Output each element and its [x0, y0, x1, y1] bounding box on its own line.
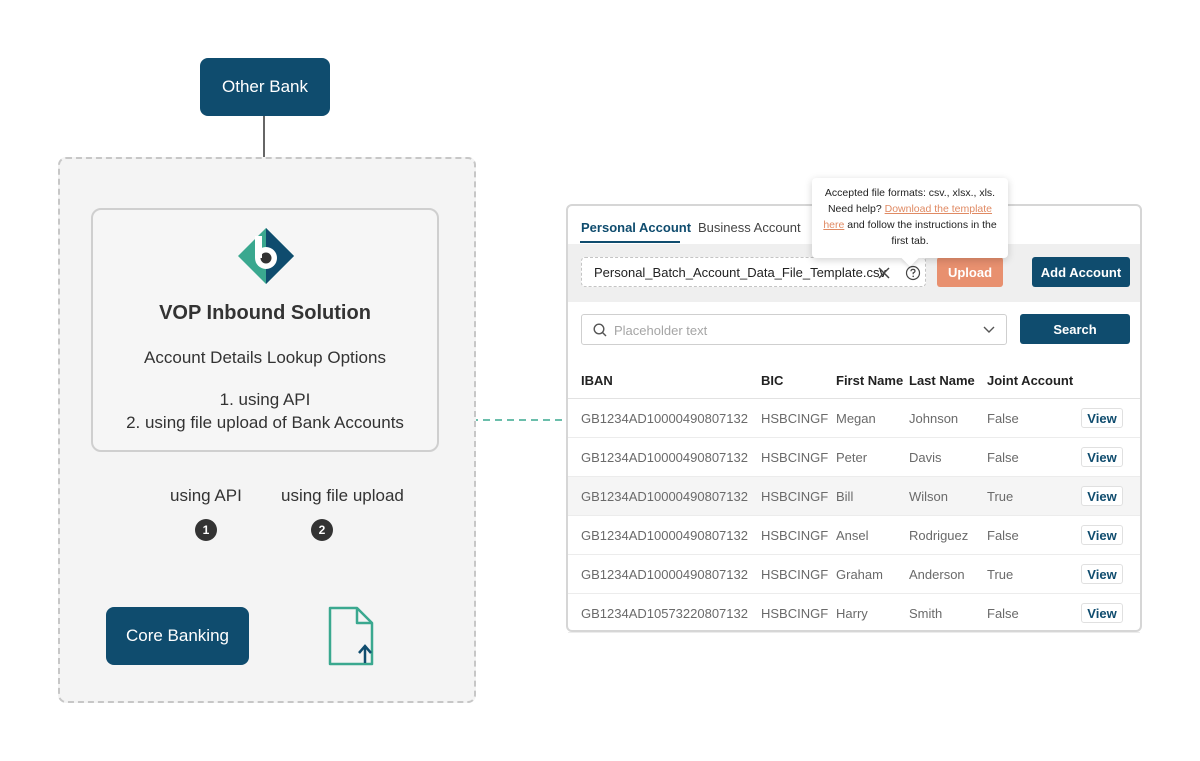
tooltip-instructions: and follow the instructions in the: [847, 219, 997, 231]
search-placeholder: Placeholder text: [614, 323, 708, 338]
tooltip-help-prefix: Need help?: [827, 203, 882, 215]
table-row: GB1234AD10000490807132 HSBCINGF Bill Wilson…: [568, 477, 1140, 516]
joint-account-cell: False: [987, 411, 1019, 426]
tab-business-account[interactable]: Business Account: [698, 220, 801, 235]
iban-cell: GB1234AD10000490807132: [581, 567, 748, 582]
table-row: GB1234AD10000490807132 HSBCINGF Peter Davis…: [568, 438, 1140, 477]
step-badge-2: 2: [311, 519, 333, 541]
bic-cell: HSBCINGF: [761, 411, 829, 426]
column-header-joint-account: Joint Account: [987, 373, 1074, 388]
last-name-cell: Wilson: [909, 489, 949, 504]
file-name: Personal_Batch_Account_Data_File_Templat…: [594, 265, 886, 280]
other-bank-label: Other Bank: [222, 77, 308, 96]
help-icon[interactable]: [905, 265, 921, 281]
iban-cell: GB1234AD10573220807132: [581, 606, 748, 621]
bic-cell: HSBCINGF: [761, 450, 829, 465]
chevron-down-icon[interactable]: [983, 326, 995, 334]
tooltip-line-1: Accepted file formats: csv., xlsx., xls.: [824, 187, 996, 199]
last-name-cell: Smith: [909, 606, 943, 621]
iban-cell: GB1234AD10000490807132: [581, 528, 748, 543]
view-button[interactable]: View: [1081, 486, 1123, 506]
iban-cell: GB1234AD10000490807132: [581, 489, 748, 504]
table-row: GB1234AD10000490807132 HSBCINGF Ansel Rodri…: [568, 516, 1140, 555]
bic-cell: HSBCINGF: [761, 528, 829, 543]
first-name-cell: Bill: [836, 489, 854, 504]
download-template-link[interactable]: Download the template: [884, 203, 993, 215]
bic-cell: HSBCINGF: [761, 567, 829, 582]
last-name-cell: Anderson: [909, 567, 965, 582]
other-bank-node: Other Bank: [200, 58, 330, 116]
option-file-upload: 2. using file upload of Bank Accounts: [126, 413, 404, 432]
lookup-options-title: Account Details Lookup Options: [144, 348, 386, 367]
search-button[interactable]: Search: [1020, 314, 1130, 344]
add-account-button[interactable]: Add Account: [1032, 257, 1130, 287]
account-panel: Personal Account Business Account Person…: [566, 204, 1142, 633]
search-input[interactable]: Placeholder text: [581, 314, 1007, 345]
first-name-cell: Peter: [836, 450, 868, 465]
column-header-bic: BIC: [761, 373, 784, 388]
download-template-link-here[interactable]: here: [823, 219, 845, 231]
active-tab-indicator: [580, 241, 680, 243]
first-name-cell: Megan: [836, 411, 876, 426]
view-button[interactable]: View: [1081, 525, 1123, 545]
vop-solution-node: VOP Inbound Solution Account Details Loo…: [91, 208, 439, 452]
bic-cell: HSBCINGF: [761, 489, 829, 504]
joint-account-cell: True: [987, 567, 1014, 582]
step-badge-1: 1: [195, 519, 217, 541]
file-drop-field[interactable]: Personal_Batch_Account_Data_File_Templat…: [581, 257, 926, 287]
last-name-cell: Rodriguez: [909, 528, 969, 543]
iban-cell: GB1234AD10000490807132: [581, 411, 748, 426]
clear-icon[interactable]: [878, 267, 890, 279]
b-logo-icon: [238, 228, 294, 284]
view-button[interactable]: View: [1081, 408, 1123, 428]
iban-cell: GB1234AD10000490807132: [581, 450, 748, 465]
view-button[interactable]: View: [1081, 603, 1123, 623]
first-name-cell: Harry: [836, 606, 868, 621]
upload-button[interactable]: Upload: [937, 257, 1003, 287]
view-button[interactable]: View: [1081, 447, 1123, 467]
file-upload-icon: [328, 606, 374, 666]
table-row: GB1234AD10000490807132 HSBCINGF Megan Johns…: [568, 399, 1140, 438]
tab-personal-account[interactable]: Personal Account: [581, 220, 692, 235]
file-format-tooltip: Accepted file formats: csv., xlsx., xls.…: [812, 178, 1008, 267]
upload-bar: Personal_Batch_Account_Data_File_Templat…: [568, 244, 1140, 302]
option-api: 1. using API: [219, 390, 311, 409]
last-name-cell: Johnson: [909, 411, 959, 426]
joint-account-cell: True: [987, 489, 1014, 504]
edge-label-api: using API: [170, 486, 242, 505]
column-header-iban: IBAN: [581, 373, 613, 388]
joint-account-cell: False: [987, 528, 1019, 543]
column-header-first-name: First Name: [836, 373, 904, 388]
edge-label-file-upload: using file upload: [281, 486, 404, 505]
tooltip-first-tab: first tab.: [891, 235, 929, 247]
table-row: GB1234AD10573220807132 HSBCINGF Harry Smith…: [568, 594, 1140, 633]
table-header-divider: [568, 398, 1140, 399]
column-header-last-name: Last Name: [909, 373, 975, 388]
joint-account-cell: False: [987, 606, 1019, 621]
last-name-cell: Davis: [909, 450, 942, 465]
table-row: GB1234AD10000490807132 HSBCINGF Graham Ande…: [568, 555, 1140, 594]
bic-cell: HSBCINGF: [761, 606, 829, 621]
first-name-cell: Ansel: [836, 528, 869, 543]
first-name-cell: Graham: [836, 567, 883, 582]
view-button[interactable]: View: [1081, 564, 1123, 584]
vop-title: VOP Inbound Solution: [159, 302, 371, 324]
core-banking-label: Core Banking: [125, 626, 229, 645]
joint-account-cell: False: [987, 450, 1019, 465]
search-icon: [593, 323, 607, 337]
core-banking-node: Core Banking: [106, 607, 249, 665]
